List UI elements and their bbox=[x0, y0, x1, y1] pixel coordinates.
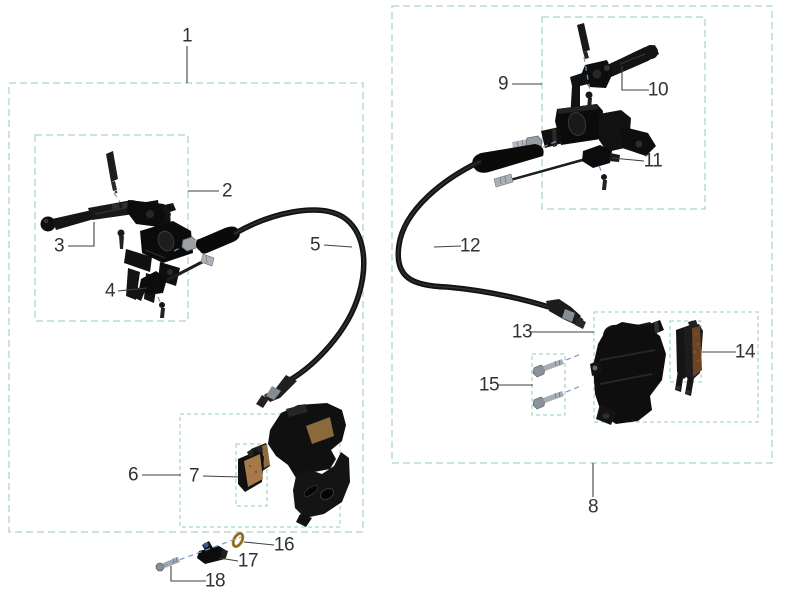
brake-pads-right-illustration bbox=[675, 320, 703, 396]
cable-boot-left-illustration bbox=[196, 226, 240, 254]
mounting-bolt-illustration bbox=[155, 556, 180, 572]
group-7-box bbox=[235, 443, 268, 507]
assembly-axis-6 bbox=[542, 140, 558, 148]
adjuster-rod-right-illustration bbox=[493, 157, 587, 188]
cable-end-left-illustration bbox=[256, 375, 297, 408]
assembly-axis-4 bbox=[162, 536, 242, 567]
leader-line-10 bbox=[621, 66, 649, 91]
sealing-washer-illustration bbox=[231, 532, 245, 548]
part-illustrations bbox=[40, 23, 703, 572]
brake-cable-left-illustration bbox=[232, 207, 367, 383]
cable-boot-right-illustration bbox=[472, 144, 544, 173]
leader-line-11 bbox=[611, 157, 645, 162]
brake-caliper-right-illustration bbox=[590, 320, 666, 425]
master-cylinder-right-illustration bbox=[541, 104, 656, 156]
assembly-axis-8 bbox=[565, 353, 582, 361]
group-1-box bbox=[8, 82, 364, 533]
assembly-axis-1 bbox=[113, 192, 121, 203]
leader-line-5 bbox=[323, 244, 353, 248]
group-9-box bbox=[541, 16, 706, 210]
leader-line-3 bbox=[68, 222, 95, 247]
cable-guide-illustration bbox=[197, 541, 228, 564]
group-2-box bbox=[34, 134, 189, 322]
cable-joint-left-illustration bbox=[133, 271, 167, 318]
pivot-pin-right-illustration bbox=[577, 23, 590, 59]
leader-line-7 bbox=[202, 475, 240, 478]
group-boxes bbox=[8, 5, 773, 533]
leader-line-18 bbox=[170, 566, 206, 582]
brake-cable-right-illustration bbox=[395, 158, 550, 310]
leader-line-12 bbox=[433, 245, 462, 248]
leader-lines bbox=[68, 46, 736, 582]
assembly-axis-9 bbox=[565, 384, 584, 393]
cable-joint-right-illustration bbox=[582, 145, 620, 190]
group-14-box bbox=[669, 320, 702, 383]
group-6-box bbox=[179, 413, 341, 528]
assembly-axis-5 bbox=[583, 56, 591, 92]
group-8-box bbox=[391, 5, 773, 464]
assembly-axis-2 bbox=[173, 245, 185, 252]
leader-line-17 bbox=[218, 557, 239, 562]
leader-line-16 bbox=[243, 541, 275, 546]
brake-pads-left-illustration bbox=[238, 443, 270, 492]
leader-line-4 bbox=[117, 287, 148, 292]
pivot-pin-left-illustration bbox=[106, 151, 118, 194]
caliper-bolts-illustration bbox=[532, 359, 564, 410]
assembly-axis-3 bbox=[157, 296, 162, 305]
cable-end-right-illustration bbox=[546, 299, 586, 329]
brake-caliper-left-illustration bbox=[268, 403, 350, 527]
assembly-axis-7 bbox=[598, 165, 604, 176]
